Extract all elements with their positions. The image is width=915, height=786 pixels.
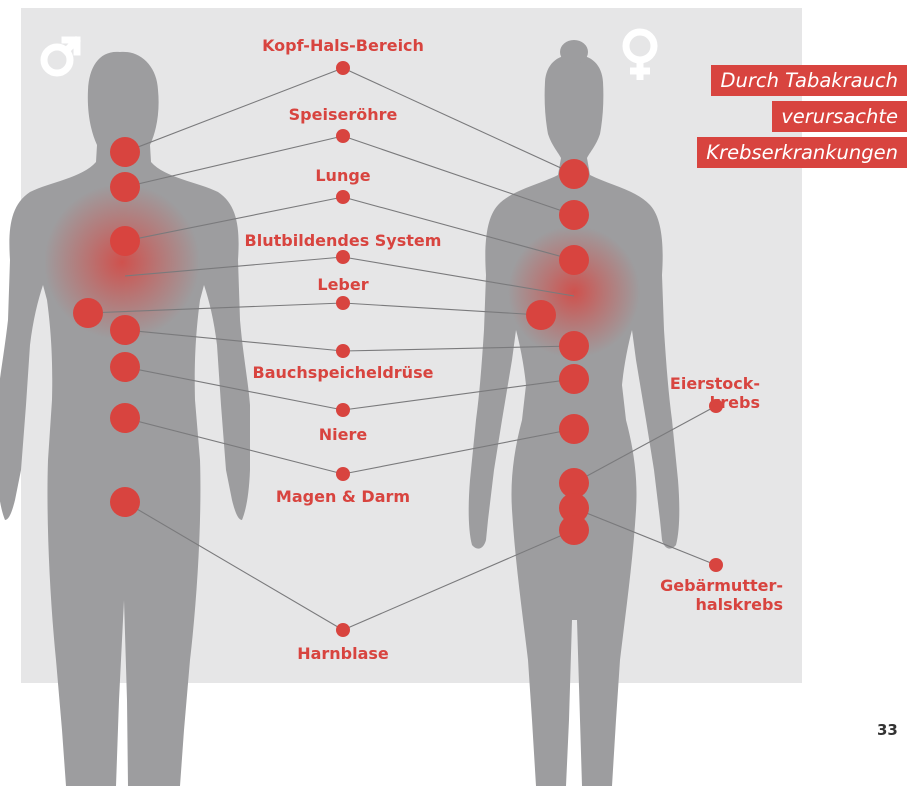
female-marker-kopf-hals <box>559 159 589 189</box>
label-gebaermutterhalskrebs-line1: Gebärmutter- <box>660 576 783 595</box>
female-marker-bauchspeicheldruese <box>559 331 589 361</box>
label-bauchspeicheldruese: Bauchspeicheldrüse <box>253 363 434 382</box>
label-dot <box>336 467 350 481</box>
male-marker-leber <box>73 298 103 328</box>
male-marker-harnblase <box>110 487 140 517</box>
male-marker-speiseroehre <box>110 172 140 202</box>
label-leber: Leber <box>317 275 368 294</box>
female-marker-leber <box>526 300 556 330</box>
label-dot <box>336 129 350 143</box>
label-dot <box>336 296 350 310</box>
label-magen-darm: Magen & Darm <box>276 487 410 506</box>
label-gebaermutterhalskrebs-line2: halskrebs <box>695 595 783 614</box>
female-marker-harnblase <box>559 515 589 545</box>
female-marker-lunge <box>559 245 589 275</box>
label-harnblase: Harnblase <box>297 644 389 663</box>
label-dot <box>336 61 350 75</box>
female-marker-niere <box>559 364 589 394</box>
label-blutbildendes-system: Blutbildendes System <box>245 231 442 250</box>
female-marker-magen-darm <box>559 414 589 444</box>
male-marker-niere <box>110 352 140 382</box>
label-dot <box>336 623 350 637</box>
male-marker-magen-darm <box>110 403 140 433</box>
label-lunge: Lunge <box>315 166 370 185</box>
title-line-2: verursachte <box>772 101 907 132</box>
male-marker-bauchspeicheldruese <box>110 315 140 345</box>
title-line-3: Krebserkrankungen <box>697 137 907 168</box>
label-dot <box>709 558 723 572</box>
label-dot <box>336 190 350 204</box>
label-dot <box>336 250 350 264</box>
label-eierstockkrebs-line1: Eierstock- <box>670 374 760 393</box>
label-speiseroehre: Speiseröhre <box>289 105 398 124</box>
male-marker-lunge <box>110 226 140 256</box>
page-number: 33 <box>877 721 898 739</box>
label-dot <box>336 403 350 417</box>
label-niere: Niere <box>319 425 368 444</box>
title-line-1: Durch Tabakrauch <box>711 65 907 96</box>
label-dot <box>336 344 350 358</box>
female-hair-bun <box>560 40 588 64</box>
female-marker-speiseroehre <box>559 200 589 230</box>
label-kopf-hals: Kopf-Hals-Bereich <box>262 36 424 55</box>
male-marker-kopf-hals <box>110 137 140 167</box>
label-eierstockkrebs-line2: krebs <box>710 393 760 412</box>
